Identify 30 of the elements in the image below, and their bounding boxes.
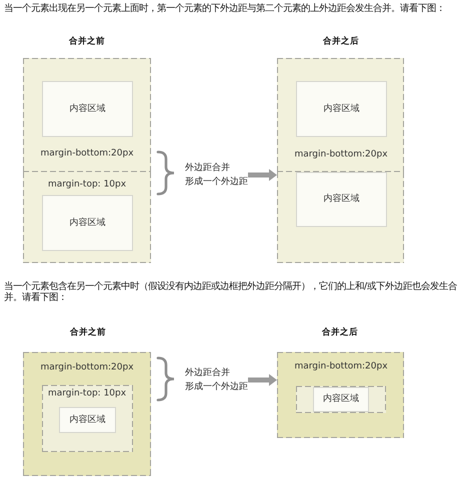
content-box: 内容区域 <box>42 81 133 137</box>
arrow <box>248 169 277 181</box>
annotation-text: 外边距合并 形成一个外边距 <box>185 161 248 189</box>
arrow <box>248 374 277 386</box>
margin-label: margin-top: 10px <box>48 388 126 400</box>
panel-heading: 合并之后 <box>323 36 359 48</box>
content-box: 内容区域 <box>42 195 133 251</box>
margin-label: margin-bottom:20px <box>294 362 388 372</box>
element-box <box>277 352 404 438</box>
content-box: 内容区域 <box>296 81 387 137</box>
element-box <box>23 352 151 476</box>
element-box <box>42 385 133 452</box>
panel-heading: 合并之前 <box>70 328 106 338</box>
element-box <box>296 386 386 413</box>
element-box <box>23 58 151 172</box>
margin-label: margin-bottom:20px <box>294 150 388 160</box>
margin-label: margin-bottom:20px <box>40 148 134 160</box>
content-box: 内容区域 <box>313 387 369 412</box>
element-box <box>277 172 404 263</box>
paragraph: 当一个元素包含在另一个元素中时（假设没有内边距或边框把外边距分隔开），它们的上和/或下外边距也会发生合并。请看下图： <box>4 281 458 303</box>
paragraph: 当一个元素出现在另一个元素上面时，第一个元素的下外边距与第二个元素的上外边距会发生合并。请看下图： <box>4 3 445 14</box>
content-box: 内容区域 <box>296 172 387 227</box>
margin-label: margin-top: 10px <box>48 180 126 190</box>
margin-label: margin-bottom:20px <box>40 362 134 374</box>
element-box <box>277 58 404 172</box>
element-box <box>23 172 151 263</box>
annotation-text: 外边距合并 形成一个外边距 <box>185 366 248 394</box>
content-box: 内容区域 <box>59 407 116 433</box>
panel-heading: 合并之后 <box>322 328 358 338</box>
panel-heading: 合并之前 <box>69 36 105 48</box>
